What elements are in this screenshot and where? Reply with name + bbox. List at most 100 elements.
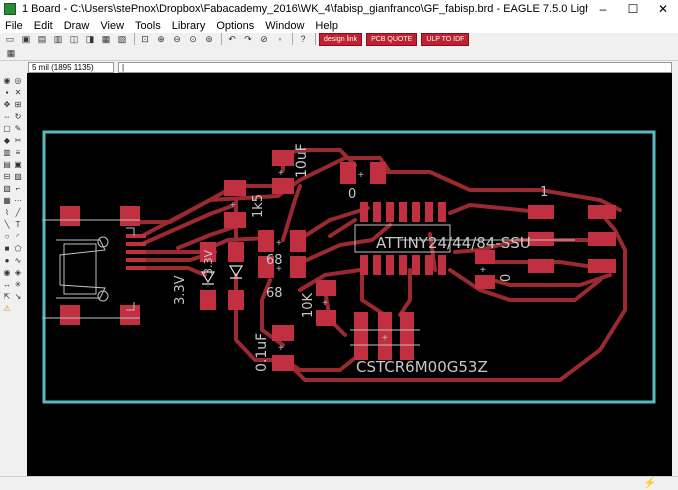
menu-tools[interactable]: Tools <box>135 19 161 32</box>
rect-icon[interactable]: ■ <box>4 244 10 253</box>
rotate-icon[interactable]: ↻ <box>14 112 22 121</box>
pcb-canvas[interactable]: + + + + + + + + + 10uF 1k5 0 1 ATTINY24/… <box>27 73 672 476</box>
delete-icon[interactable]: ✂ <box>14 136 22 145</box>
label-c0-right: 0 <box>499 274 514 282</box>
via-icon[interactable]: ● <box>4 256 10 265</box>
redo-icon[interactable]: ↷ <box>244 33 252 44</box>
split-icon[interactable]: ▦ <box>3 196 11 205</box>
zoom-area-icon[interactable]: ⊚ <box>205 33 213 44</box>
menu-options[interactable]: Options <box>216 19 255 32</box>
label-r68b: 68 <box>266 286 283 301</box>
dimension-icon[interactable]: ↔ <box>3 280 11 289</box>
open-icon[interactable]: ▭ <box>5 33 15 44</box>
maximize-button[interactable]: ☐ <box>627 2 639 16</box>
run-icon[interactable]: ▧ <box>117 33 127 44</box>
menu-library[interactable]: Library <box>171 19 206 32</box>
pad <box>126 266 146 270</box>
trace <box>448 203 542 215</box>
signal-icon[interactable]: ∿ <box>14 256 22 265</box>
pinswap-icon[interactable]: ≡ <box>15 148 21 157</box>
eagle-app-icon <box>4 3 16 15</box>
label-zener-1: 3.3V <box>173 275 188 305</box>
command-input[interactable]: | <box>118 61 672 73</box>
zoom-out-icon[interactable]: ⊖ <box>173 33 181 44</box>
label-ic: ATTINY24/44/84-SSU <box>376 234 531 252</box>
ulp-icon[interactable]: ◨ <box>85 33 95 44</box>
paste-icon[interactable]: ◆ <box>3 136 11 145</box>
traces <box>136 148 627 382</box>
pad <box>373 202 381 222</box>
wire-icon[interactable]: ╲ <box>4 220 10 229</box>
stop-icon[interactable]: ⊘ <box>260 33 268 44</box>
schematic-icon[interactable]: ◫ <box>69 33 79 44</box>
text-icon[interactable]: T <box>15 220 21 229</box>
smash-icon[interactable]: ▧ <box>3 184 11 193</box>
menu-help[interactable]: Help <box>315 19 339 32</box>
attribute-icon[interactable]: ◈ <box>14 268 22 277</box>
erc-icon[interactable]: ↘ <box>14 292 22 301</box>
replace-icon[interactable]: ▤ <box>3 160 11 169</box>
go-icon[interactable]: ◦ <box>278 34 282 44</box>
label-c0-top: 0 <box>348 187 356 202</box>
mirror-icon[interactable]: ⇔ <box>3 112 11 121</box>
help-icon[interactable]: ? <box>300 34 306 44</box>
mark-icon[interactable]: ✕ <box>14 88 22 97</box>
marker: + <box>322 298 328 309</box>
trace <box>281 184 302 242</box>
move-icon[interactable]: ✥ <box>3 100 11 109</box>
drc-warning-icon[interactable]: ⚠ <box>3 304 11 313</box>
hole-icon[interactable]: ◉ <box>3 268 11 277</box>
ripup-icon[interactable]: ╱ <box>15 208 21 217</box>
menu-draw[interactable]: Draw <box>63 19 90 32</box>
lightning-icon[interactable]: ⚡ <box>643 478 656 489</box>
arc-icon[interactable]: ◜ <box>16 232 20 241</box>
pad <box>290 230 306 252</box>
miter-icon[interactable]: ⌐ <box>15 184 21 193</box>
circle-icon[interactable]: ○ <box>4 232 10 241</box>
pcb-quote-button[interactable]: PCB QUOTE <box>366 32 418 46</box>
show-icon[interactable]: ◎ <box>14 76 22 85</box>
optimize-icon[interactable]: ⋯ <box>14 196 22 205</box>
zoom-redraw-icon[interactable]: ⊙ <box>189 33 197 44</box>
idf-export-button[interactable]: ULP TO IDF <box>421 32 470 46</box>
trace <box>398 268 412 317</box>
print-icon[interactable]: ▤ <box>37 33 47 44</box>
add-icon[interactable]: ▥ <box>3 148 11 157</box>
pad <box>373 255 381 275</box>
ratsnest-icon[interactable]: ✳ <box>14 280 22 289</box>
menu-file[interactable]: File <box>5 19 23 32</box>
group-icon[interactable]: ▢ <box>3 124 11 133</box>
route-icon[interactable]: ⌇ <box>5 208 9 217</box>
autorouter-icon[interactable]: ⇱ <box>3 292 11 301</box>
pad <box>399 255 407 275</box>
layer-toolbar: ▦ <box>0 47 678 61</box>
lock-icon[interactable]: ▣ <box>14 160 22 169</box>
menu-edit[interactable]: Edit <box>33 19 53 32</box>
menu-window[interactable]: Window <box>265 19 305 32</box>
script-icon[interactable]: ▦ <box>101 33 111 44</box>
change-icon[interactable]: ✎ <box>14 124 22 133</box>
pad <box>272 150 294 166</box>
grid-icon[interactable]: ▦ <box>6 48 16 58</box>
name-icon[interactable]: ⊟ <box>3 172 11 181</box>
save-icon[interactable]: ▣ <box>21 33 31 44</box>
marker: + <box>382 333 388 344</box>
design-link-button[interactable]: design link <box>319 32 363 46</box>
cam-icon[interactable]: ▥ <box>53 33 63 44</box>
trace <box>378 170 622 212</box>
pad <box>425 202 433 222</box>
minimize-button[interactable]: – <box>599 2 607 16</box>
silk-usb-hole <box>97 236 109 248</box>
polygon-icon[interactable]: ⬠ <box>14 244 22 253</box>
undo-icon[interactable]: ↶ <box>228 33 236 44</box>
display-icon[interactable]: ▪ <box>5 88 9 97</box>
info-icon[interactable]: ◉ <box>3 76 11 85</box>
menu-view[interactable]: View <box>100 19 125 32</box>
trace <box>176 223 242 250</box>
copy-icon[interactable]: ⊞ <box>14 100 22 109</box>
value-icon[interactable]: ▨ <box>14 172 22 181</box>
zoom-fit-icon[interactable]: ⊡ <box>141 33 149 44</box>
vertical-scrollbar[interactable] <box>672 73 678 476</box>
zoom-in-icon[interactable]: ⊕ <box>157 33 165 44</box>
close-button[interactable]: ✕ <box>657 2 669 16</box>
